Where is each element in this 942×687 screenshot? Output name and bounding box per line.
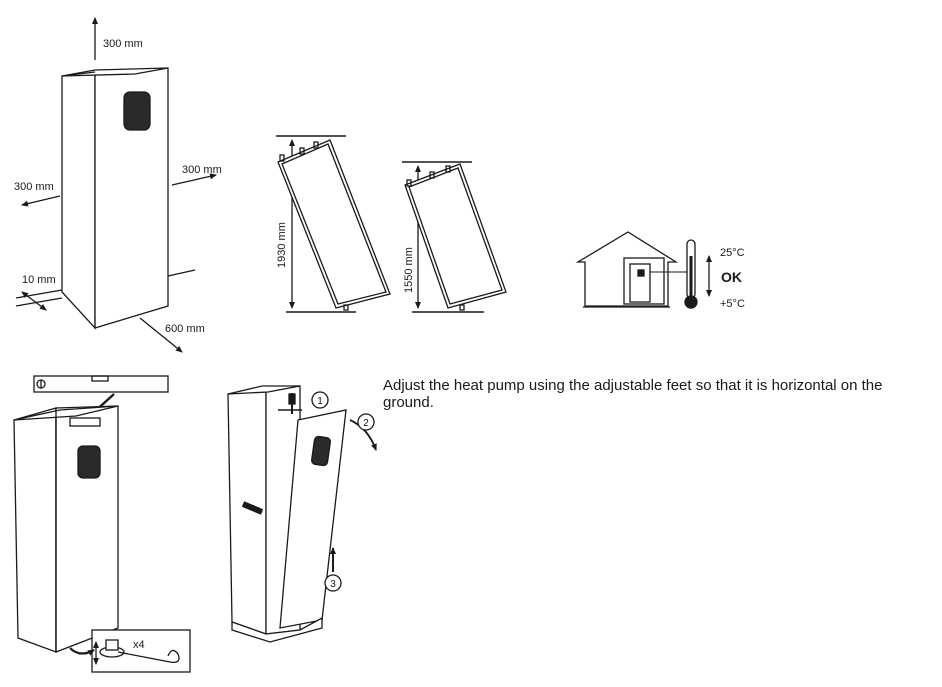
wrench-icon: [117, 649, 180, 663]
floor-line: [167, 269, 196, 277]
wall-line: [15, 289, 63, 299]
control-display: [123, 91, 151, 131]
max-temperature-label: 25°C: [720, 247, 745, 259]
wall-gap-arrow: [21, 291, 47, 311]
step-1-label: 1: [317, 396, 323, 407]
small-height-label: 1550 mm: [403, 247, 415, 293]
step-2-badge: [357, 413, 375, 431]
left-clearance-label: 300 mm: [14, 181, 54, 193]
tilt-small-figure: [402, 161, 507, 313]
control-display-2: [77, 445, 101, 479]
front-clearance-arrow: [139, 317, 183, 353]
tilt-panel-arrow: [349, 419, 377, 451]
wall-gap-label: 10 mm: [22, 274, 56, 286]
top-clearance-label: 300 mm: [103, 38, 143, 50]
panel-removal-figure: [227, 385, 377, 643]
instruction-text: Adjust the heat pump using the adjustabl…: [383, 377, 883, 411]
min-temperature-label: +5°C: [720, 298, 745, 310]
ok-status-label: OK: [721, 269, 742, 285]
push-arrow: [241, 501, 264, 515]
step-2-label: 2: [363, 418, 369, 429]
rotate-foot-arrow: [69, 647, 95, 656]
front-clearance-label: 600 mm: [165, 323, 205, 335]
spirit-level-icon: [33, 375, 169, 393]
left-clearance-arrow: [21, 195, 61, 207]
large-height-label: 1930 mm: [276, 222, 288, 268]
clearance-figure: [15, 17, 217, 353]
step-3-label: 3: [330, 579, 336, 590]
temperature-figure: [575, 231, 712, 309]
step-3-badge: [324, 574, 342, 592]
right-clearance-arrow: [171, 173, 217, 186]
heat-pump-unit: [61, 67, 169, 330]
right-clearance-label: 300 mm: [182, 164, 222, 176]
feet-count-label: x4: [133, 639, 145, 651]
leveling-figure: [13, 375, 191, 673]
step-1-badge: [311, 391, 329, 409]
tilt-large-figure: [276, 135, 391, 313]
panel-display: [310, 435, 332, 467]
